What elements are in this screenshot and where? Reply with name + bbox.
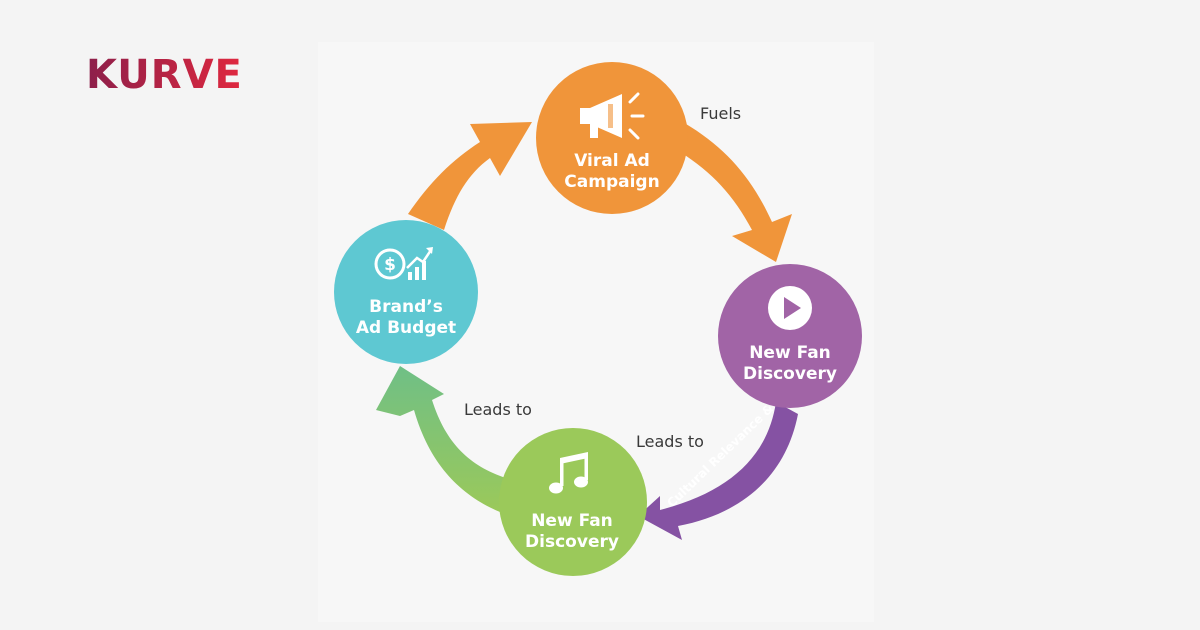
node-viral-line-2: Campaign	[564, 172, 659, 192]
dollar-chart-icon: $	[374, 247, 433, 280]
edge-discovery-to-discovery	[638, 402, 798, 540]
edge-label-fuels: Fuels	[700, 104, 741, 123]
node-budget-line-1: Brand’s	[369, 297, 443, 317]
node-budget-line-2: Ad Budget	[356, 318, 456, 338]
brand-logo: KURVE	[86, 52, 243, 98]
node-viral-ad-campaign: Viral Ad Campaign	[536, 62, 688, 214]
megaphone-icon	[580, 92, 645, 140]
node-viral-line-1: Viral Ad	[574, 151, 650, 171]
edge-label-leads-to-right: Leads to	[636, 432, 704, 451]
music-note-icon	[549, 452, 588, 494]
node-green-line-2: Discovery	[525, 532, 619, 552]
node-purple-line-2: Discovery	[743, 364, 837, 384]
play-icon	[768, 286, 812, 330]
edge-viral-to-discovery	[680, 124, 792, 262]
node-green-line-1: New Fan	[531, 511, 613, 531]
edge-green-to-budget	[376, 366, 506, 512]
svg-text:$: $	[384, 255, 396, 275]
node-purple-line-1: New Fan	[749, 343, 831, 363]
node-new-fan-discovery-green: New Fan Discovery	[499, 428, 647, 576]
edge-label-leads-to-left: Leads to	[464, 400, 532, 419]
edge-budget-to-viral	[408, 122, 532, 230]
node-new-fan-discovery-purple: New Fan Discovery	[718, 264, 862, 408]
node-brands-ad-budget: $ Brand’s Ad Budget	[334, 220, 478, 364]
